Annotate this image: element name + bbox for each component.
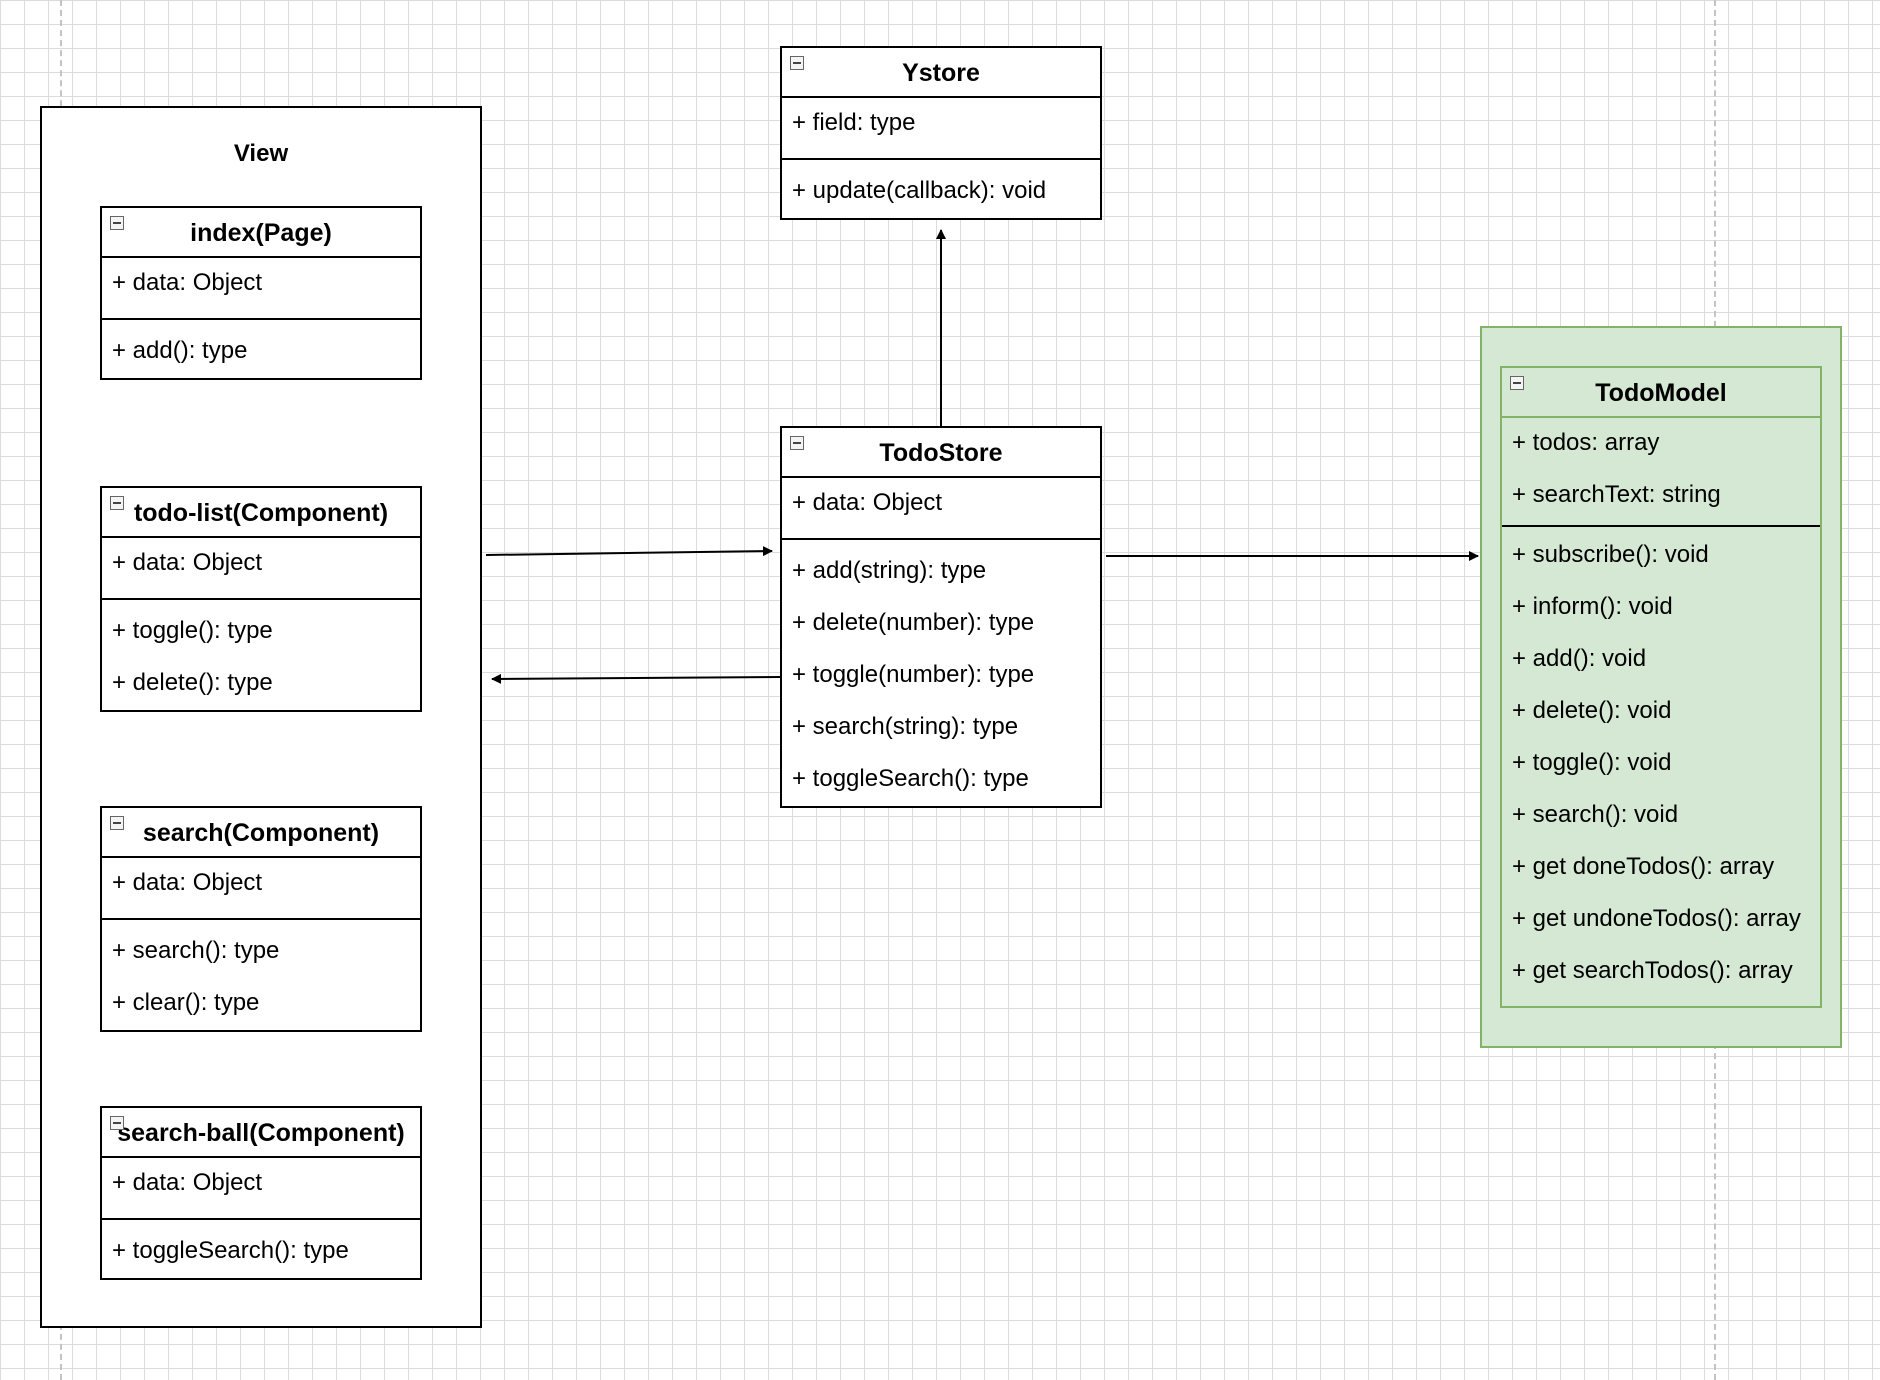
method-row: + update(callback): void xyxy=(792,177,1047,204)
class-header: index(Page) xyxy=(102,208,420,258)
method-row: + search(): type xyxy=(112,937,280,964)
class-todomodel[interactable]: TodoModel + todos: array + searchText: s… xyxy=(1500,366,1822,1008)
edge-todolist-to-todostore[interactable] xyxy=(485,546,773,557)
class-name: index(Page) xyxy=(190,219,332,247)
method-row: + toggle(): type xyxy=(112,617,273,644)
attribute-row: + data: Object xyxy=(112,549,263,576)
class-search-ball-component[interactable]: search-ball(Component) + data: Object + … xyxy=(100,1106,422,1280)
attribute-row: + todos: array xyxy=(1512,429,1660,456)
class-name: todo-list(Component) xyxy=(133,499,389,527)
method-row: + get doneTodos(): array xyxy=(1512,853,1775,880)
class-todo-list-component[interactable]: todo-list(Component) + data: Object + to… xyxy=(100,486,422,712)
compartment-divider xyxy=(782,538,1100,540)
view-container-title: View xyxy=(233,140,289,167)
compartment-divider xyxy=(102,598,420,600)
method-row: + subscribe(): void xyxy=(1512,541,1709,568)
class-search-component[interactable]: search(Component) + data: Object + searc… xyxy=(100,806,422,1032)
class-header: search-ball(Component) xyxy=(102,1108,420,1158)
class-name: TodoModel xyxy=(1595,379,1727,407)
method-row: + delete(): type xyxy=(112,669,273,696)
attribute-row: + field: type xyxy=(792,109,916,136)
collapse-icon[interactable] xyxy=(110,216,124,230)
method-row: + delete(number): type xyxy=(792,609,1035,636)
collapse-icon[interactable] xyxy=(110,496,124,510)
class-header: search(Component) xyxy=(102,808,420,858)
class-header: TodoStore xyxy=(782,428,1100,478)
collapse-icon[interactable] xyxy=(110,816,124,830)
method-row: + get searchTodos(): array xyxy=(1512,957,1793,984)
class-name: TodoStore xyxy=(879,439,1003,467)
compartment-divider xyxy=(102,918,420,920)
method-row: + add(): type xyxy=(112,337,248,364)
method-row: + search(string): type xyxy=(792,713,1019,740)
class-index-page[interactable]: index(Page) + data: Object + add(): type xyxy=(100,206,422,380)
method-row: + clear(): type xyxy=(112,989,260,1016)
collapse-icon[interactable] xyxy=(790,436,804,450)
attribute-row: + searchText: string xyxy=(1512,481,1721,508)
method-row: + add(): void xyxy=(1512,645,1647,672)
method-row: + inform(): void xyxy=(1512,593,1673,620)
class-ystore[interactable]: Ystore + field: type + update(callback):… xyxy=(780,46,1102,220)
class-header: todo-list(Component) xyxy=(102,488,420,538)
class-header: TodoModel xyxy=(1502,368,1820,418)
method-row: + toggleSearch(): type xyxy=(792,765,1029,792)
method-row: + search(): void xyxy=(1512,801,1679,828)
edge-todostore-to-todolist[interactable] xyxy=(491,673,781,684)
compartment-divider xyxy=(102,1218,420,1220)
method-row: + delete(): void xyxy=(1512,697,1672,724)
compartment-divider xyxy=(1502,525,1820,527)
attribute-row: + data: Object xyxy=(112,269,263,296)
method-row: + toggle(number): type xyxy=(792,661,1035,688)
compartment-divider xyxy=(782,158,1100,160)
method-row: + toggleSearch(): type xyxy=(112,1237,349,1264)
method-row: + toggle(): void xyxy=(1512,749,1672,776)
collapse-icon[interactable] xyxy=(110,1116,124,1130)
collapse-icon[interactable] xyxy=(1510,376,1524,390)
class-header: Ystore xyxy=(782,48,1100,98)
class-name: search(Component) xyxy=(142,819,380,847)
method-row: + get undoneTodos(): array xyxy=(1512,905,1801,932)
attribute-row: + data: Object xyxy=(792,489,943,516)
class-todostore[interactable]: TodoStore + data: Object + add(string): … xyxy=(780,426,1102,808)
collapse-icon[interactable] xyxy=(790,56,804,70)
attribute-row: + data: Object xyxy=(112,869,263,896)
attribute-row: + data: Object xyxy=(112,1169,263,1196)
class-name: search-ball(Component) xyxy=(117,1119,405,1147)
method-row: + add(string): type xyxy=(792,557,987,584)
class-name: Ystore xyxy=(902,59,980,87)
compartment-divider xyxy=(102,318,420,320)
